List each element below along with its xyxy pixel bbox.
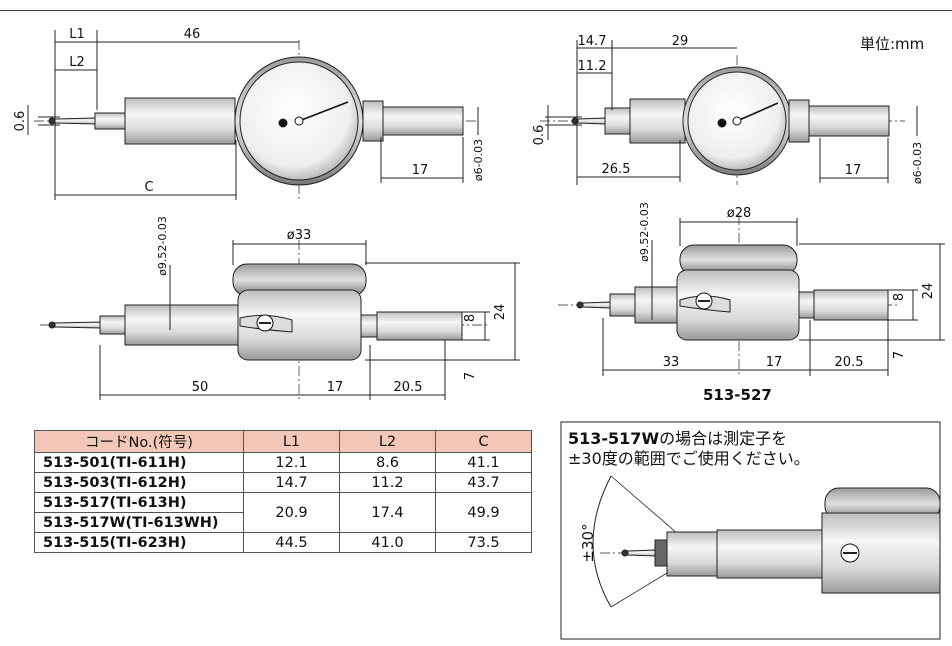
header-l1: L1 (243, 430, 340, 453)
dim-46: 46 (184, 27, 201, 42)
cell-l1: 44.5 (243, 532, 340, 553)
cell-c: 43.7 (435, 472, 532, 493)
top-rule (0, 10, 952, 11)
cell-code: 513-503(TI-612H) (34, 472, 244, 493)
dim-8: 8 (463, 314, 478, 322)
table-row: 513-517(TI-613H) 20.9 17.4 49.9 (34, 492, 532, 533)
dim-dia33: ø33 (287, 228, 312, 243)
dim-29: 29 (672, 34, 689, 49)
table-row: 513-503(TI-612H) 14.7 11.2 43.7 (34, 472, 532, 493)
cell-l2: 41.0 (339, 532, 436, 553)
dim-dia6b: ø6-0.03 (911, 142, 924, 184)
table-row: 513-501(TI-611H) 12.1 8.6 41.1 (34, 452, 532, 473)
dim-0-6b: 0.6 (532, 125, 547, 146)
cell-code: 513-517(TI-613H) (34, 492, 244, 513)
dim-20-5b: 20.5 (835, 355, 864, 370)
dim-17: 17 (412, 163, 429, 178)
note-line1: の場合は測定子を (659, 429, 788, 448)
dim-l1: L1 (69, 27, 85, 42)
cell-l2: 8.6 (339, 452, 436, 473)
dim-17c: 17 (845, 163, 862, 178)
dim-7: 7 (463, 372, 478, 380)
cell-l2: 11.2 (339, 472, 436, 493)
right-side-view (558, 215, 945, 376)
angle-label: ±30° (579, 523, 597, 562)
left-side-view (40, 240, 520, 400)
cell-code: 513-517W(TI-613WH) (34, 512, 244, 533)
cell-l1: 20.9 (243, 492, 340, 533)
cell-l2: 17.4 (339, 492, 436, 533)
dim-24b: 24 (921, 283, 936, 300)
note-box (560, 421, 941, 640)
header-l2: L2 (339, 430, 436, 453)
header-c: C (435, 430, 532, 453)
dim-l2: L2 (69, 55, 85, 70)
dim-24: 24 (493, 304, 508, 321)
dim-8b: 8 (892, 293, 907, 301)
left-top-view (27, 30, 479, 200)
dim-dia28: ø28 (727, 206, 752, 221)
unit-label: 単位:mm (860, 35, 925, 53)
dim-17d: 17 (766, 355, 783, 370)
note-text: 513-517Wの場合は測定子を ±30度の範囲でご使用ください。 (568, 429, 810, 469)
cell-l1: 12.1 (243, 452, 340, 473)
dim-dia952: ø9.52-0.03 (156, 216, 169, 276)
cell-code: 513-515(TI-623H) (34, 532, 244, 553)
cell-c: 41.1 (435, 452, 532, 473)
model-label: 513-527 (703, 386, 772, 404)
dim-dia952b: ø9.52-0.03 (638, 202, 651, 262)
dim-dia6: ø6-0.03 (472, 139, 485, 181)
dim-0-6: 0.6 (13, 111, 28, 132)
dim-20-5: 20.5 (394, 380, 423, 395)
table-row: 513-515(TI-623H) 44.5 41.0 73.5 (34, 532, 532, 553)
dim-c: C (144, 180, 153, 195)
dim-26-5: 26.5 (602, 162, 631, 177)
header-code: コードNo.(符号) (34, 430, 244, 453)
dim-17b: 17 (327, 380, 344, 395)
note-line2: ±30度の範囲でご使用ください。 (568, 449, 810, 468)
cell-l1: 14.7 (243, 472, 340, 493)
dim-11-2: 11.2 (578, 59, 607, 74)
cell-c: 73.5 (435, 532, 532, 553)
right-top-view (540, 40, 918, 185)
note-model: 513-517W (568, 429, 660, 448)
cell-code: 513-501(TI-611H) (34, 452, 244, 473)
spec-table: コードNo.(符号) L1 L2 C 513-501(TI-611H) 12.1… (34, 430, 532, 553)
cell-c: 49.9 (435, 492, 532, 533)
dim-7b: 7 (892, 351, 907, 359)
dim-33: 33 (663, 355, 680, 370)
dim-14-7: 14.7 (578, 34, 607, 49)
dim-50: 50 (192, 380, 209, 395)
